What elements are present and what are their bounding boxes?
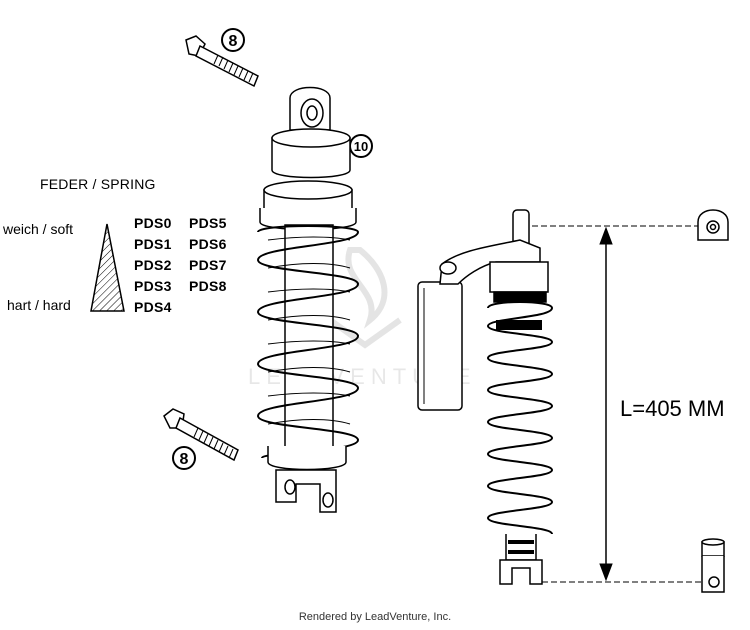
spring-hardness-wedge bbox=[90, 223, 125, 312]
legend-title: FEDER / SPRING bbox=[40, 176, 156, 192]
callout-shock: 10 bbox=[349, 134, 373, 158]
shock-absorber-right bbox=[417, 209, 554, 585]
spring-rate-label: PDS0 bbox=[134, 215, 172, 231]
svg-text:8: 8 bbox=[180, 451, 189, 468]
spring-rate-label: PDS5 bbox=[189, 215, 227, 231]
top-bolt bbox=[185, 35, 259, 88]
callout-bolt-bottom: 8 bbox=[172, 446, 196, 470]
spring-rate-label: PDS8 bbox=[189, 278, 227, 294]
spring-rate-label: PDS7 bbox=[189, 257, 227, 273]
length-dimension-label: L=405 MM bbox=[620, 396, 725, 421]
spring-rate-label: PDS4 bbox=[134, 299, 172, 315]
watermark-logo bbox=[328, 247, 402, 349]
spring-rate-label: PDS6 bbox=[189, 236, 227, 252]
spring-rate-label: PDS3 bbox=[134, 278, 172, 294]
svg-text:8: 8 bbox=[229, 33, 238, 50]
svg-text:10: 10 bbox=[354, 139, 368, 154]
footer-credit: Rendered by LeadVenture, Inc. bbox=[298, 611, 452, 623]
top-eye-detail-icon bbox=[697, 209, 729, 241]
spring-rate-label: PDS1 bbox=[134, 236, 172, 252]
bottom-eye-detail-icon bbox=[701, 538, 725, 593]
callout-bolt-top: 8 bbox=[221, 28, 245, 52]
hard-label: hart / hard bbox=[7, 297, 71, 313]
soft-label: weich / soft bbox=[3, 221, 74, 237]
bottom-bolt bbox=[163, 408, 239, 462]
spring-rate-label: PDS2 bbox=[134, 257, 172, 273]
dimension-lines bbox=[532, 225, 710, 583]
shock-absorber-left bbox=[256, 86, 360, 513]
